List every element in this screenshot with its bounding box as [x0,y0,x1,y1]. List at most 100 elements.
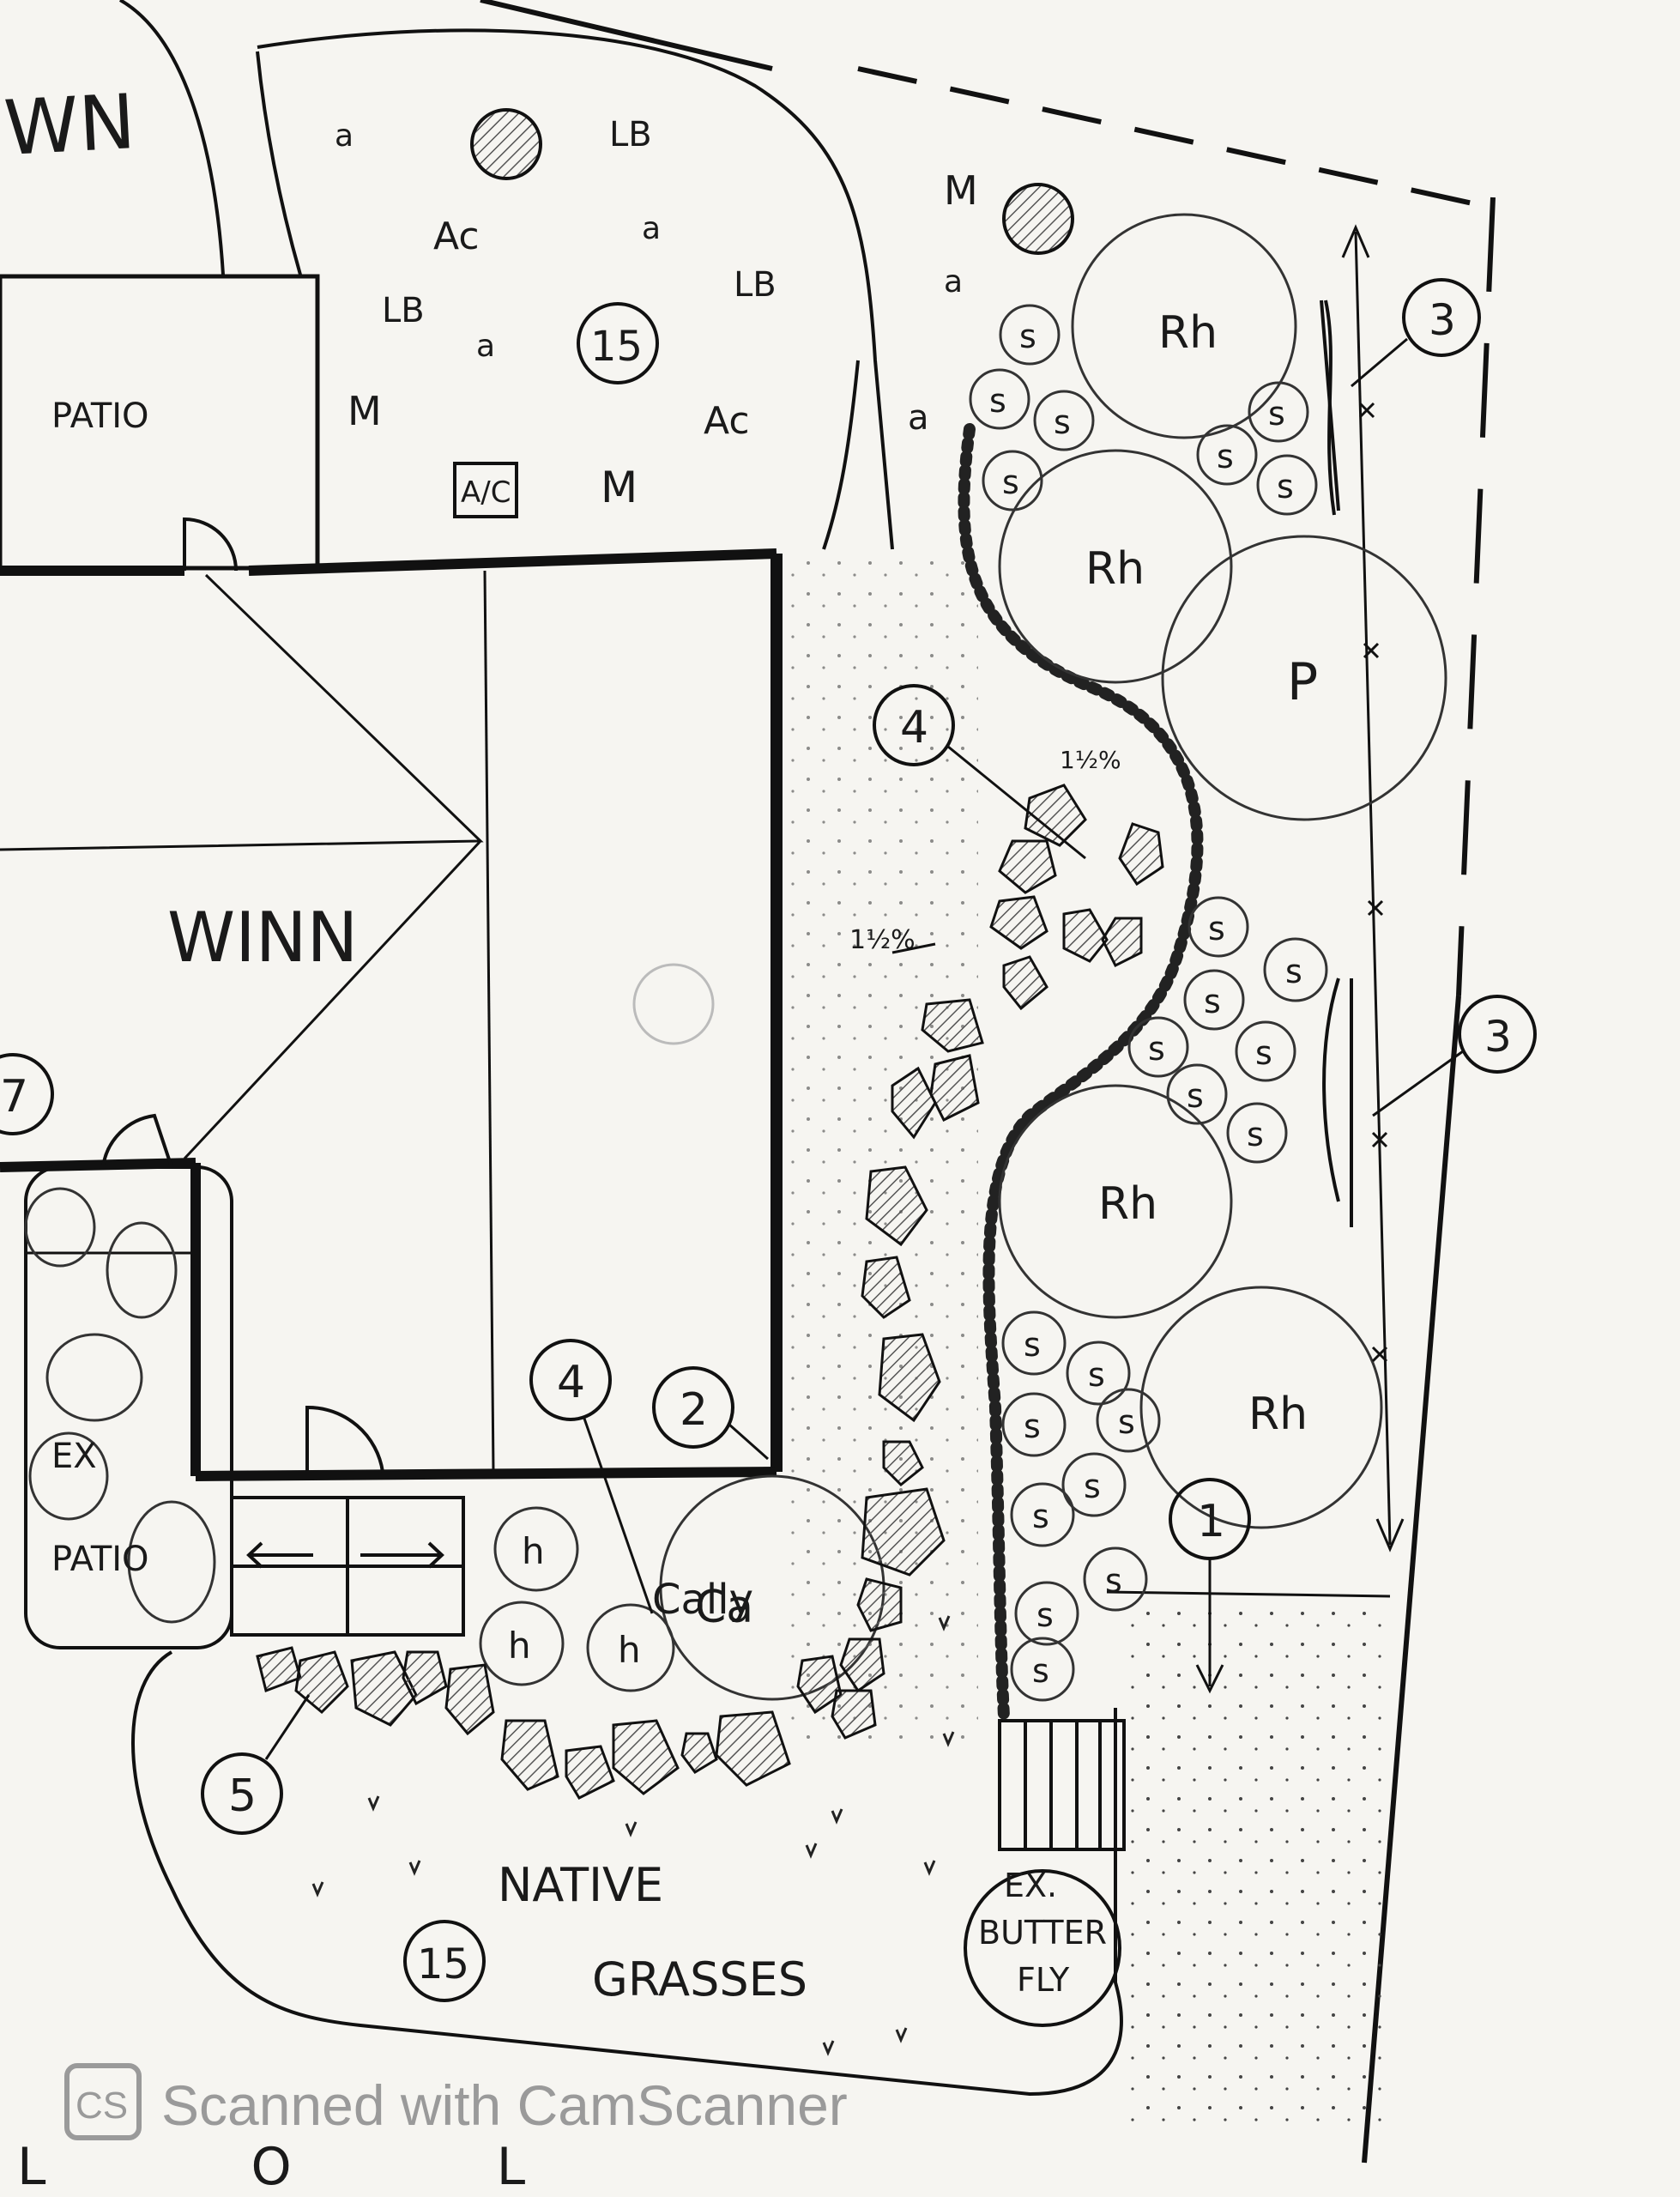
butterfly-label-3: FLY [1017,1961,1070,1999]
shrub-label: s [1024,1326,1041,1364]
callout-3: 3 [1484,1012,1512,1062]
existing-tree [1002,183,1074,255]
callout-4: 4 [557,1357,585,1408]
shrub-label: s [1247,1116,1264,1153]
azalea-label: a [908,398,929,438]
hosta-label: h [522,1530,545,1572]
hosta-group [479,1506,675,1692]
fence-x-marks [1358,402,1388,1363]
plant-code-rh: Rh [1085,543,1145,595]
azalea-label: a [944,264,963,300]
shrub-label: s [1148,1030,1165,1068]
plant-code-pine: P [1287,652,1318,712]
house-outline [0,517,783,1481]
butterfly-garden: EX. BUTTER FLY [964,1867,1121,2027]
hosta-label: h [618,1629,641,1671]
existing-tree [470,108,542,180]
plant-code-rh: Rh [1248,1389,1308,1440]
shrub-label: s [1118,1403,1135,1441]
bottom-edge-letters: L O L [17,2137,619,2197]
shrub-group [969,304,1328,1702]
callout-1: 1 [1197,1496,1225,1547]
shrub-label: s [1036,1596,1054,1634]
plant-code-rh: Rh [1098,1178,1157,1230]
patio-bottom-label: PATIO [51,1540,149,1579]
callout-labels: 3 3 4 4 2 1 5 15 15 7 [0,295,1512,1988]
river-rock-swale [958,423,1204,1722]
hosta-label: h [508,1625,531,1667]
patio-top: PATIO [0,274,320,571]
shrub-label: s [1054,403,1071,441]
stepping-stones [256,784,1164,1800]
slope-arrow [891,942,936,954]
butterfly-label-2: BUTTER [978,1914,1107,1952]
lawn-edge-curves [119,0,894,550]
shrub-label: s [1105,1562,1122,1600]
callout-7: 7 [0,1071,28,1123]
tree-rh-1 [1071,213,1297,439]
shrub-label: s [1277,468,1294,505]
shrub-label: s [1255,1034,1272,1072]
slope-label: 1½% [1060,746,1121,774]
acer-label: Ac [704,399,750,443]
azalea-label: a [335,118,354,154]
tree-rh-4 [1139,1286,1383,1529]
shrub-label: s [1204,983,1221,1020]
plant-code-rh: Rh [1158,307,1218,359]
faded-callout [632,963,715,1045]
little-bluestem-label: LB [382,291,425,330]
patio-top-label: PATIO [51,396,149,436]
callout-2: 2 [680,1384,708,1436]
camscanner-logo-text: CS [76,2085,128,2127]
cally-label: Ca [695,1582,753,1633]
callout-5: 5 [228,1770,257,1822]
tree-rh-2 [998,449,1233,684]
callout-3: 3 [1429,295,1456,345]
little-bluestem-label: LB [609,115,652,154]
shrub-label: s [1187,1077,1204,1115]
maple-label: M [347,388,382,434]
ex-label: EX [51,1437,97,1476]
little-bluestem-label: LB [734,265,777,305]
shrub-label: s [1088,1356,1105,1394]
ac-unit-label: A/C [461,475,511,510]
tree-pine [1161,535,1447,821]
fence-gates [1320,300,1353,1227]
shrub-label: s [1019,318,1036,355]
shrub-label: s [1002,463,1019,501]
dimension-line [1341,224,1405,1552]
watermark-text: Scanned with CamScanner [161,2073,848,2137]
shrub-labels: s s s s s s s s s s s s s s s s s s s s … [989,318,1302,1690]
shrub-label: s [1217,438,1234,475]
lawn-label-top: WN [2,77,137,172]
maple-label: M [944,167,978,214]
azalea-label: a [476,329,495,364]
shrub-label: s [1285,953,1302,990]
entry-steps [230,1496,465,1637]
grass-marks [311,1615,955,2056]
patio-bottom: EX PATIO [24,1165,233,1649]
camscanner-logo-icon [64,2063,142,2140]
shrub-label: s [1024,1407,1041,1445]
callout-4: 4 [900,702,928,754]
shrub-label: s [1268,395,1285,433]
shrub-label: s [1032,1498,1049,1535]
shrub-label: s [989,382,1006,420]
callout-15: 15 [417,1940,469,1988]
camscanner-watermark: CS Scanned with CamScanner [64,2063,848,2140]
bridge [998,1719,1126,1851]
shrub-label: s [1084,1468,1101,1505]
ac-unit: A/C [453,462,518,518]
top-bed-plant-codes: a LB Ac a LB a LB M Ac M M a a [335,115,978,512]
shrub-label: s [1032,1652,1049,1690]
azalea-label: a [642,211,661,246]
butterfly-label-1: EX. [1004,1867,1057,1904]
lawn-edge [1106,1590,1391,1598]
lawn-label-mid: WINN [167,898,358,977]
tree-rh-3 [998,1084,1233,1319]
cally-ghost-label: Cally [652,1576,753,1624]
callouts [0,278,1537,2002]
lawn-stipple [1124,1596,1381,2128]
maple-label: M [601,463,638,512]
